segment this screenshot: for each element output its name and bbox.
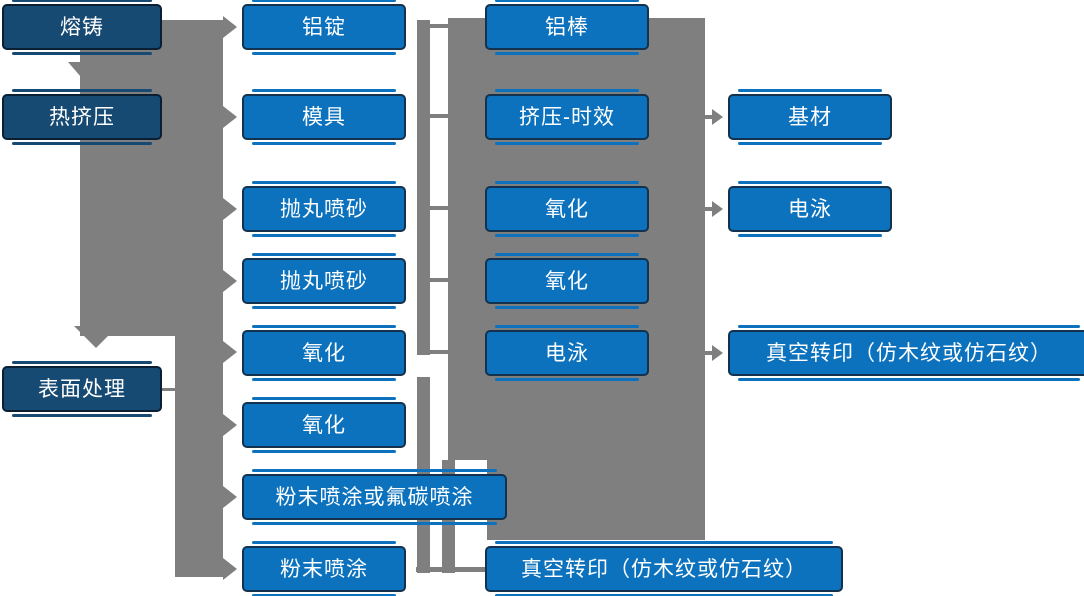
- arrowhead-right-icon: [223, 486, 237, 508]
- flow-node-lvding: 铝锭: [242, 0, 406, 55]
- arrowhead-right-icon: [223, 558, 237, 580]
- flow-node-yanghua2a: 氧化: [242, 325, 406, 381]
- arrowhead-down-icon: [74, 326, 118, 348]
- connector-panel-col3-low: [487, 460, 705, 540]
- connector-shaft-jicai: [704, 115, 714, 119]
- connector-line-row2: [430, 114, 450, 118]
- arrowhead-right-icon: [223, 198, 237, 220]
- connector-line-row5: [430, 350, 450, 354]
- flow-node-lvbang: 铝棒: [485, 0, 649, 55]
- flow-node-jicai: 基材: [728, 89, 892, 145]
- connector-line-row4: [430, 278, 450, 282]
- flow-node-paowan1: 抛丸喷砂: [242, 181, 406, 237]
- flow-node-rejiya: 热挤压: [2, 89, 162, 145]
- flow-node-fenmo: 粉末喷涂: [242, 541, 406, 596]
- flow-node-yanghua2b: 氧化: [242, 397, 406, 453]
- arrowhead-right-icon: [712, 201, 723, 217]
- flow-node-muju: 模具: [242, 89, 406, 145]
- arrowhead-right-icon: [223, 414, 237, 436]
- arrowhead-down-icon: [68, 62, 94, 77]
- flow-node-zhenkong4: 真空转印（仿木纹或仿石纹）: [728, 325, 1084, 381]
- flow-node-jiyashixiao: 挤压-时效: [485, 89, 649, 145]
- connector-bar-mid-upper: [417, 20, 430, 355]
- arrowhead-right-icon: [712, 345, 723, 361]
- connector-line-bottom: [416, 567, 487, 572]
- flow-node-paowan2: 抛丸喷砂: [242, 253, 406, 309]
- connector-line-row1: [430, 24, 450, 28]
- arrowhead-right-icon: [712, 109, 723, 125]
- arrowhead-right-icon: [223, 16, 237, 38]
- flow-node-rongzhu: 熔铸: [2, 0, 162, 55]
- flow-node-yanghua3a: 氧化: [485, 181, 649, 237]
- arrowhead-right-icon: [223, 106, 237, 128]
- connector-strip-surface: [175, 336, 223, 577]
- flow-node-biaomian: 表面处理: [2, 361, 162, 417]
- flow-node-dianyong3: 电泳: [485, 325, 649, 381]
- connector-band-left: [80, 20, 223, 336]
- arrowhead-right-icon: [223, 341, 237, 363]
- connector-line-row3: [430, 206, 450, 210]
- connector-panel-col3: [448, 18, 705, 460]
- flow-node-fenmofu: 粉末喷涂或氟碳喷涂: [242, 469, 507, 525]
- connector-shaft-zhenkong4: [704, 351, 714, 355]
- connector-shaft-dianyong4: [704, 207, 714, 211]
- arrowhead-right-icon: [223, 270, 237, 292]
- flow-node-zhenkong3: 真空转印（仿木纹或仿石纹）: [485, 541, 843, 596]
- connector-line-surface: [160, 388, 178, 391]
- flow-node-dianyong4: 电泳: [728, 181, 892, 237]
- flow-node-yanghua3b: 氧化: [485, 253, 649, 309]
